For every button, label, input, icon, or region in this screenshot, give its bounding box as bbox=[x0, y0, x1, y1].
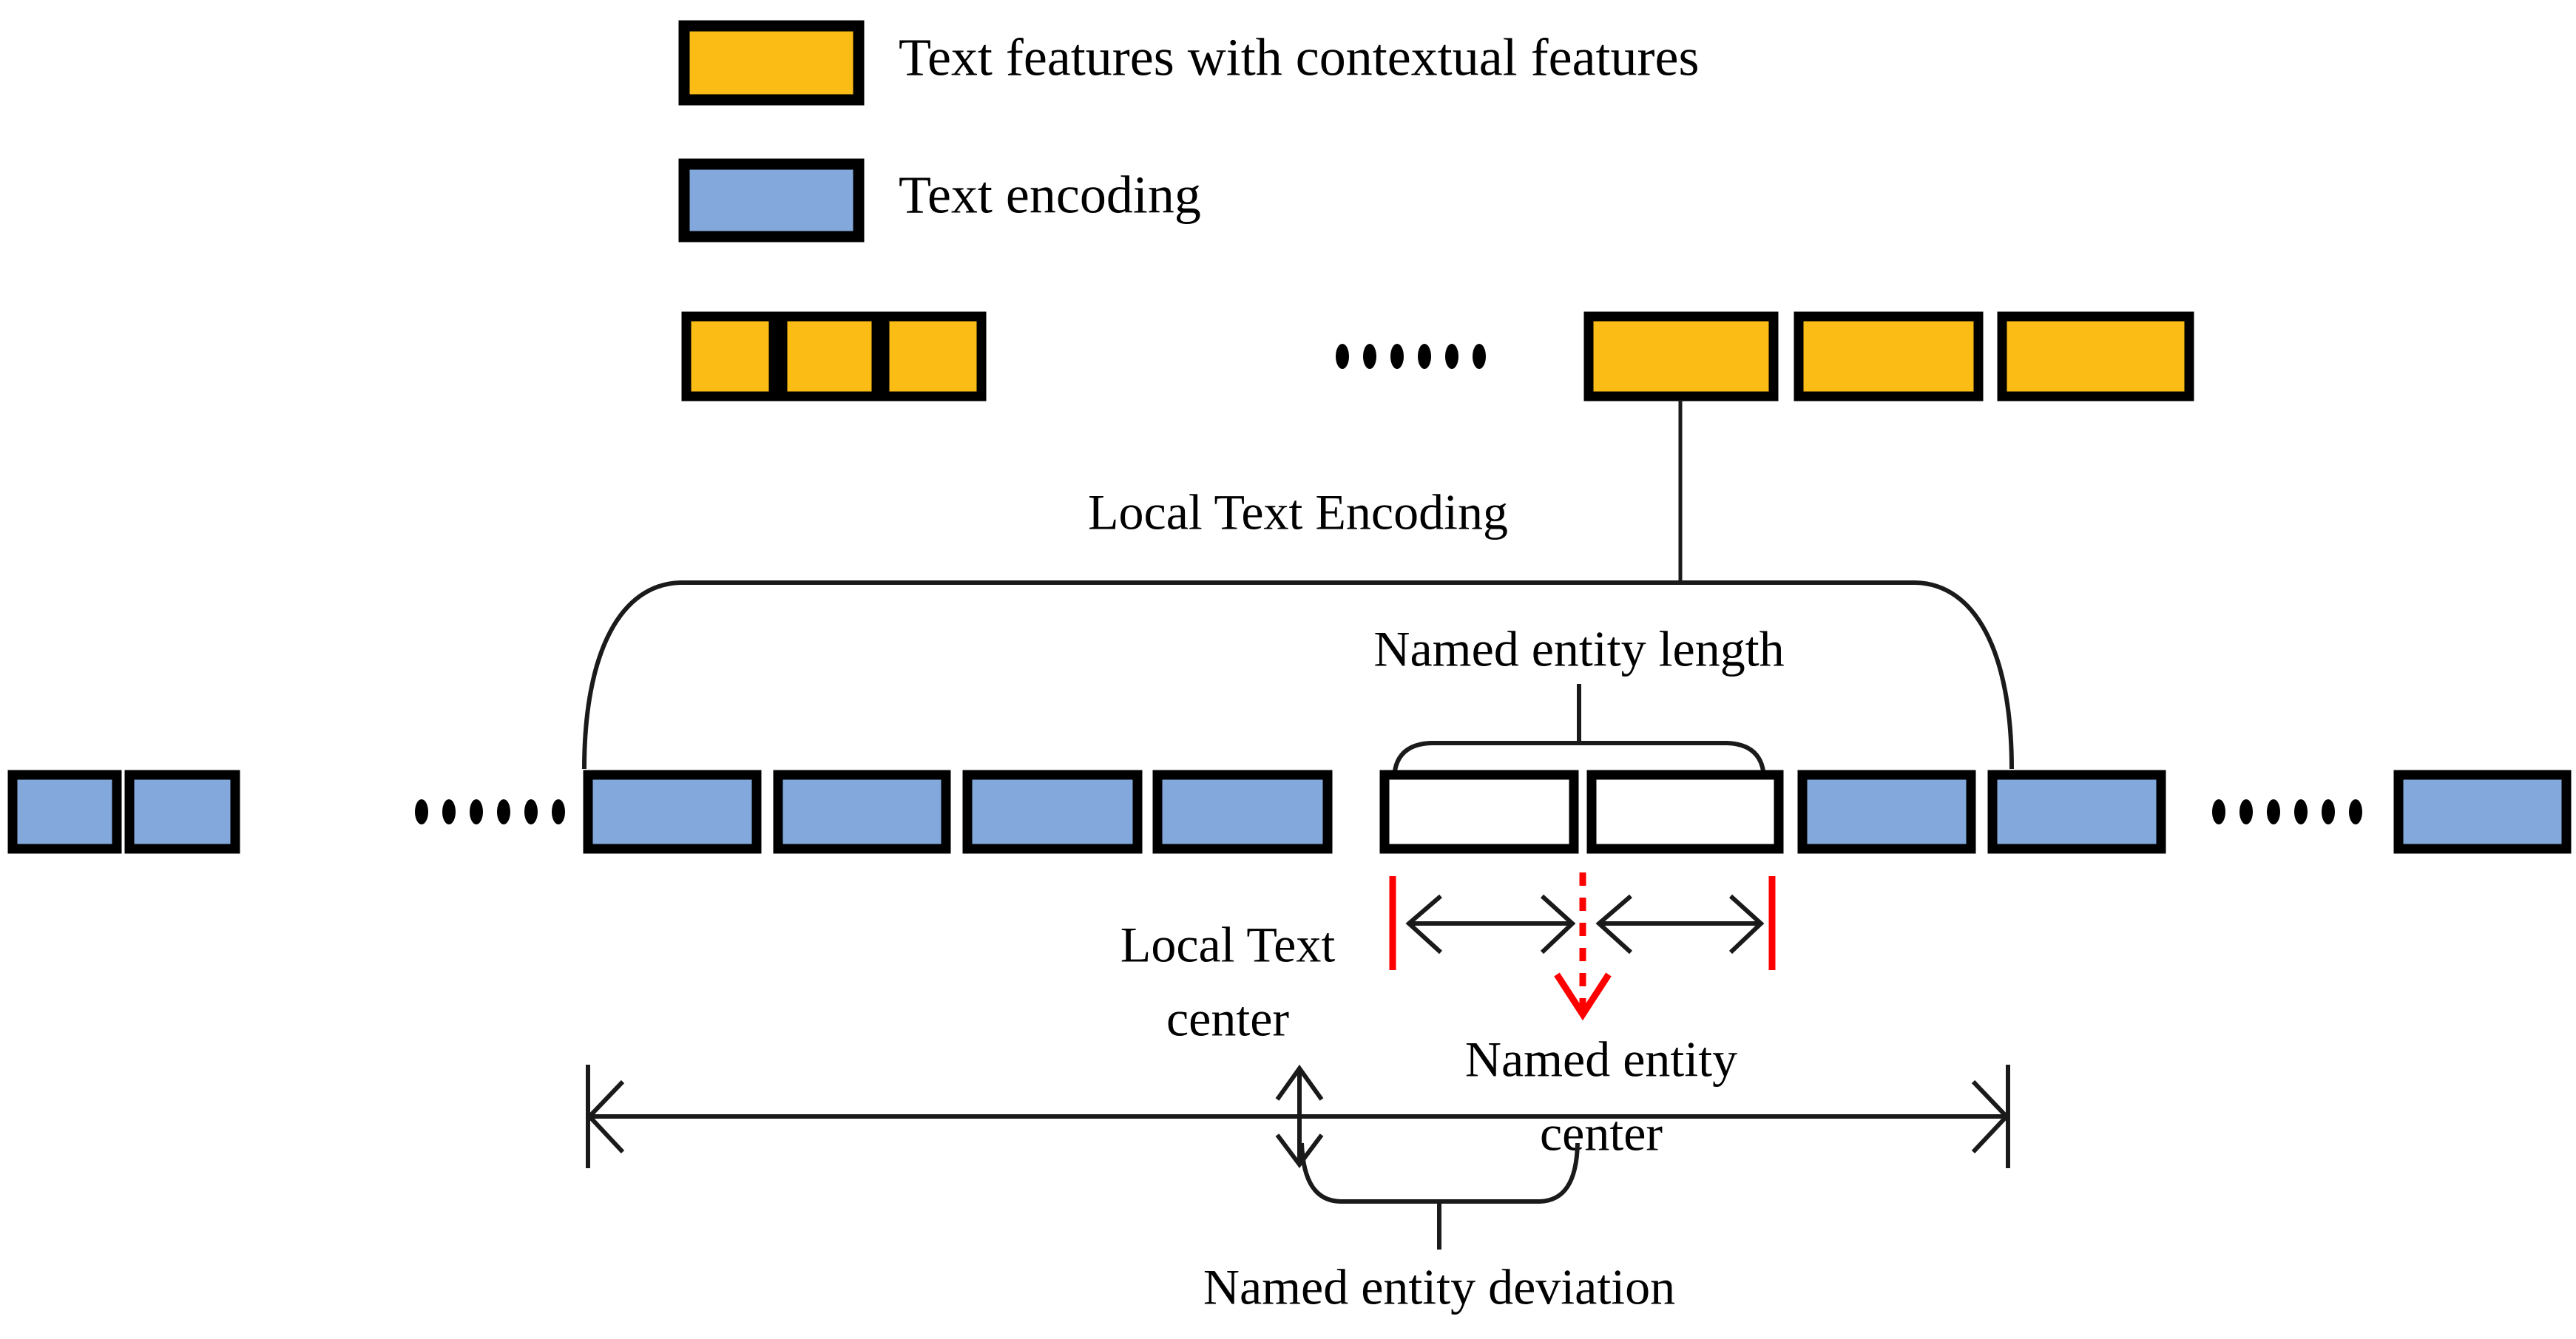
encoding-block-7-entity[interactable] bbox=[1586, 770, 1784, 854]
feature-block-0[interactable] bbox=[681, 311, 779, 401]
local-text-center-line-1: Local Text bbox=[1120, 917, 1336, 973]
encoding-block-2[interactable] bbox=[583, 770, 762, 854]
legend-item-contextual: Text features with contextual features bbox=[678, 20, 1700, 106]
contextual-feature-row bbox=[681, 311, 2194, 401]
legend-label-contextual: Text features with contextual features bbox=[899, 28, 1700, 87]
encoding-block-1[interactable] bbox=[124, 770, 240, 854]
encoding-block-3[interactable] bbox=[773, 770, 951, 854]
encoding-block-6-entity[interactable] bbox=[1379, 770, 1579, 854]
named-entity-center-line-2: center bbox=[1540, 1105, 1663, 1162]
feature-block-5[interactable] bbox=[1997, 311, 2194, 401]
local-text-encoding-brace bbox=[582, 580, 2014, 770]
encoding-row-right-ellipsis-icon bbox=[2212, 799, 2362, 824]
orange-swatch bbox=[678, 20, 865, 106]
entity-left-half-arrow bbox=[1405, 894, 1576, 955]
encoding-block-10[interactable] bbox=[2393, 770, 2572, 854]
legend: Text features with contextual features T… bbox=[678, 20, 1700, 243]
feature-block-2[interactable] bbox=[879, 311, 987, 401]
local-text-center-tick-icon bbox=[1275, 1064, 1324, 1168]
local-text-span-measure bbox=[586, 1064, 2010, 1168]
feature-block-1[interactable] bbox=[777, 311, 882, 401]
feature-row-ellipsis-icon bbox=[1336, 344, 1486, 369]
entity-span-markers bbox=[1389, 872, 1776, 1021]
feature-block-4[interactable] bbox=[1794, 311, 1984, 401]
named-entity-center-line-1: Named entity bbox=[1465, 1031, 1737, 1088]
encoding-block-0[interactable] bbox=[7, 770, 122, 854]
local-text-center-line-2: center bbox=[1166, 991, 1289, 1047]
feature-block-3[interactable] bbox=[1583, 311, 1779, 401]
named-entity-center-arrowhead bbox=[1554, 972, 1612, 1021]
named-entity-deviation-label: Named entity deviation bbox=[1203, 1259, 1675, 1315]
encoding-block-4[interactable] bbox=[962, 770, 1143, 854]
legend-label-encoding: Text encoding bbox=[899, 166, 1201, 225]
named-entity-length-brace bbox=[1392, 684, 1766, 781]
blue-swatch bbox=[678, 158, 865, 243]
encoding-block-8[interactable] bbox=[1797, 770, 1976, 854]
text-encoding-row bbox=[7, 770, 2572, 854]
encoding-block-9[interactable] bbox=[1987, 770, 2166, 854]
entity-right-half-arrow bbox=[1595, 894, 1765, 955]
encoding-block-5[interactable] bbox=[1152, 770, 1333, 854]
named-entity-deviation-brace bbox=[1299, 1142, 1580, 1250]
named-entity-length-label: Named entity length bbox=[1373, 621, 1784, 677]
encoding-row-left-ellipsis-icon bbox=[415, 799, 565, 824]
legend-item-encoding: Text encoding bbox=[678, 158, 1201, 243]
local-text-encoding-label: Local Text Encoding bbox=[1088, 484, 1508, 540]
local-text-center-label: Local Text center bbox=[1120, 917, 1336, 1047]
